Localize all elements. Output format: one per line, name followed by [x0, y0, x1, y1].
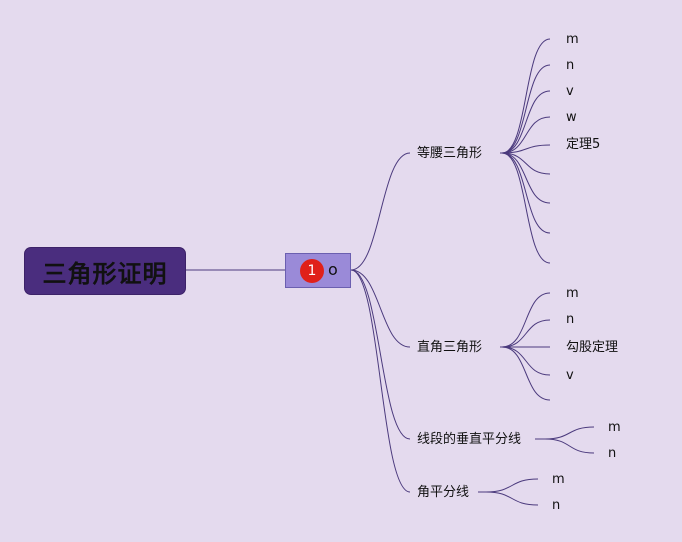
edge-isosceles-leaf-1	[501, 38, 551, 154]
branch-right-triangle[interactable]: 直角三角形	[417, 340, 483, 355]
hub-label: o	[328, 260, 338, 279]
leaf-bisector-1[interactable]: m	[608, 420, 621, 435]
root-title: 三角形证明	[42, 259, 168, 288]
edge-right-leaf-2	[501, 319, 551, 348]
edge-right-leaf-5	[501, 346, 551, 401]
edge-hub-right	[350, 269, 411, 348]
edge-right-leaf-4	[501, 346, 551, 376]
edge-isosceles-leaf-9	[501, 152, 551, 264]
leaf-isosceles-3[interactable]: v	[566, 84, 574, 99]
edge-angle-leaf-2	[485, 491, 539, 506]
leaf-bisector-2[interactable]: n	[608, 446, 617, 461]
edge-isosceles-leaf-4	[501, 116, 551, 154]
edge-hub-isosceles	[350, 152, 411, 271]
root-node[interactable]: 三角形证明	[25, 248, 185, 294]
leaf-isosceles-5[interactable]: 定理5	[566, 137, 601, 152]
leaf-isosceles-2[interactable]: n	[566, 58, 575, 73]
edge-isosceles-leaf-8	[501, 152, 551, 234]
edge-perp-leaf-2	[544, 438, 595, 454]
edge-isosceles-leaf-2	[501, 64, 551, 154]
leaf-right-3[interactable]: 勾股定理	[566, 340, 619, 355]
edge-hub-angle-bisector	[350, 269, 411, 493]
badge-icon: 1	[300, 259, 324, 283]
edge-isosceles-leaf-7	[501, 152, 551, 204]
edge-right-leaf-1	[501, 292, 551, 348]
leaf-right-2[interactable]: n	[566, 312, 575, 327]
leaf-right-4[interactable]: v	[566, 368, 574, 383]
edge-isosceles-leaf-6	[501, 152, 551, 175]
edge-isosceles-leaf-3	[501, 90, 551, 154]
edge-hub-perp-bisector	[350, 269, 411, 440]
leaf-isosceles-4[interactable]: w	[566, 110, 577, 125]
branch-angle-bisector[interactable]: 角平分线	[417, 485, 470, 500]
branch-perpendicular-bisector[interactable]: 线段的垂直平分线	[417, 432, 522, 447]
leaf-angle-2[interactable]: n	[552, 498, 561, 513]
leaf-isosceles-1[interactable]: m	[566, 32, 579, 47]
edge-angle-leaf-1	[485, 478, 539, 493]
hub-node[interactable]: 1 o	[285, 253, 351, 288]
edge-isosceles-leaf-5	[501, 144, 551, 154]
leaf-right-1[interactable]: m	[566, 286, 579, 301]
edge-perp-leaf-1	[544, 426, 595, 440]
leaf-angle-1[interactable]: m	[552, 472, 565, 487]
branch-isosceles[interactable]: 等腰三角形	[417, 146, 483, 161]
